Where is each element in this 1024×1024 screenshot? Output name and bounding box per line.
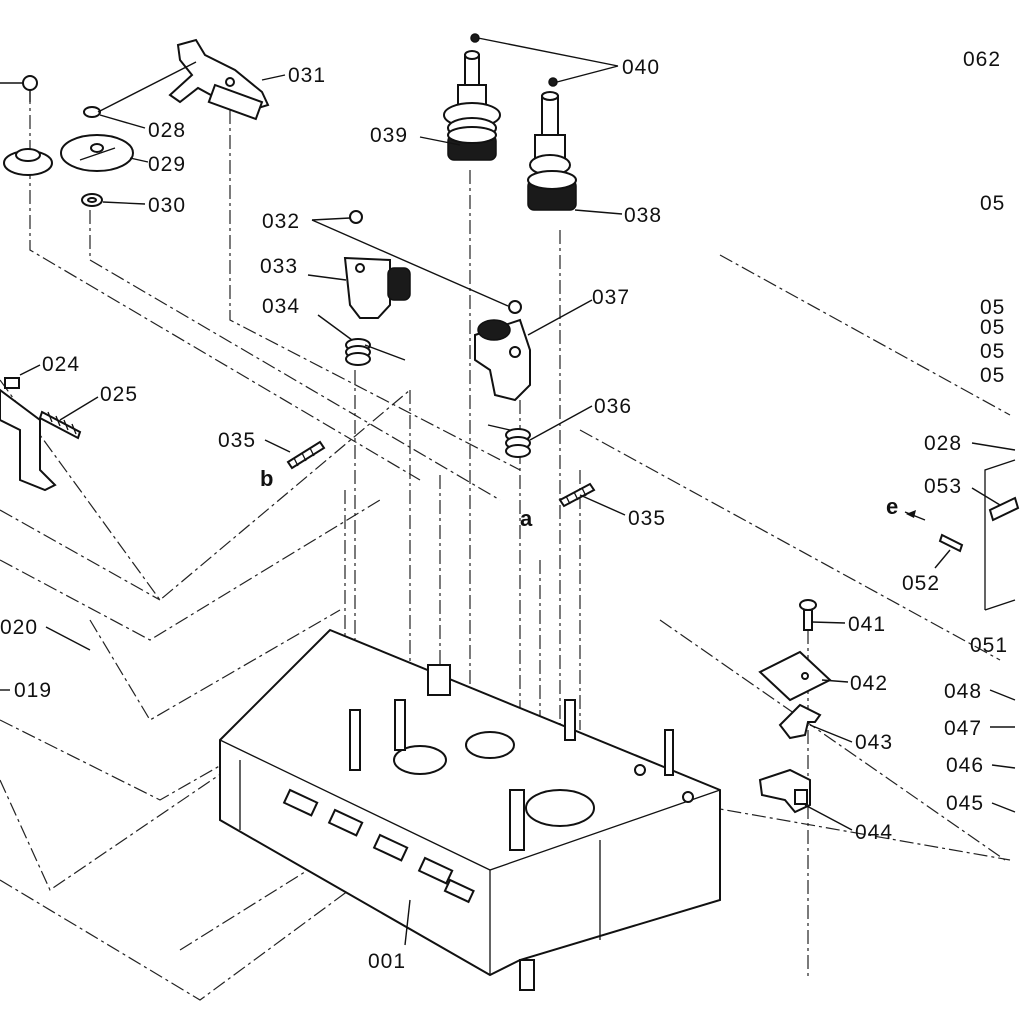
- label-05-b: 05: [980, 296, 1005, 319]
- arrow-e-icon: [906, 510, 916, 518]
- label-051: 051: [970, 634, 1008, 657]
- label-020: 020: [0, 616, 38, 639]
- marker-e: e: [886, 494, 898, 519]
- marker-b: b: [260, 466, 273, 491]
- label-05-c: 05: [980, 316, 1005, 339]
- label-001: 001: [368, 950, 406, 973]
- spring-035-right: [558, 482, 596, 508]
- label-030: 030: [148, 194, 186, 217]
- label-019: 019: [14, 679, 52, 702]
- label-024: 024: [42, 353, 80, 376]
- right-side-parts: [938, 459, 1020, 611]
- label-028-right: 028: [924, 432, 962, 455]
- label-032: 032: [262, 210, 300, 233]
- arm-024: [0, 377, 57, 492]
- arm-037: [474, 318, 531, 402]
- label-043: 043: [855, 731, 893, 754]
- marker-a: a: [520, 506, 533, 531]
- label-029: 029: [148, 153, 186, 176]
- label-031: 031: [288, 64, 326, 87]
- plate-042: [758, 650, 832, 702]
- chassis-001: [219, 628, 721, 991]
- screw-032: [349, 210, 522, 314]
- label-045: 045: [946, 792, 984, 815]
- label-039: 039: [370, 124, 408, 147]
- part-labels: 031 028 029 030 040 039 038 032 033 034 …: [0, 48, 1008, 973]
- reel-038: [527, 77, 577, 211]
- label-038: 038: [624, 204, 662, 227]
- label-035-right: 035: [628, 507, 666, 530]
- label-053: 053: [924, 475, 962, 498]
- pulley-029: [60, 134, 134, 172]
- label-035-left: 035: [218, 429, 256, 452]
- label-05-a: 05: [980, 192, 1005, 215]
- screw-top-left: [0, 75, 38, 102]
- label-033: 033: [260, 255, 298, 278]
- label-046: 046: [946, 754, 984, 777]
- lever-031: [168, 38, 270, 121]
- label-025: 025: [100, 383, 138, 406]
- label-062: 062: [963, 48, 1001, 71]
- gear-left-cluster: [3, 148, 53, 176]
- label-048: 048: [944, 680, 982, 703]
- spring-025: [38, 410, 82, 440]
- spring-036: [487, 424, 531, 458]
- label-052: 052: [902, 572, 940, 595]
- leader-lines: [0, 37, 1016, 946]
- label-05-e: 05: [980, 364, 1005, 387]
- label-036: 036: [594, 395, 632, 418]
- spring-034: [345, 338, 406, 366]
- label-05-d: 05: [980, 340, 1005, 363]
- label-042: 042: [850, 672, 888, 695]
- label-034: 034: [262, 295, 300, 318]
- screw-041: [799, 599, 817, 631]
- label-028: 028: [148, 119, 186, 142]
- label-047: 047: [944, 717, 982, 740]
- reference-markers: b a e: [260, 466, 916, 531]
- label-037: 037: [592, 286, 630, 309]
- label-040: 040: [622, 56, 660, 79]
- label-044: 044: [855, 821, 893, 844]
- washer-028: [83, 106, 101, 118]
- bracket-043: [778, 703, 822, 740]
- reel-039: [443, 33, 501, 161]
- spring-035-left: [286, 440, 326, 470]
- switch-044: [758, 768, 811, 814]
- label-041: 041: [848, 613, 886, 636]
- bracket-033: [343, 256, 411, 319]
- washer-030: [81, 193, 103, 207]
